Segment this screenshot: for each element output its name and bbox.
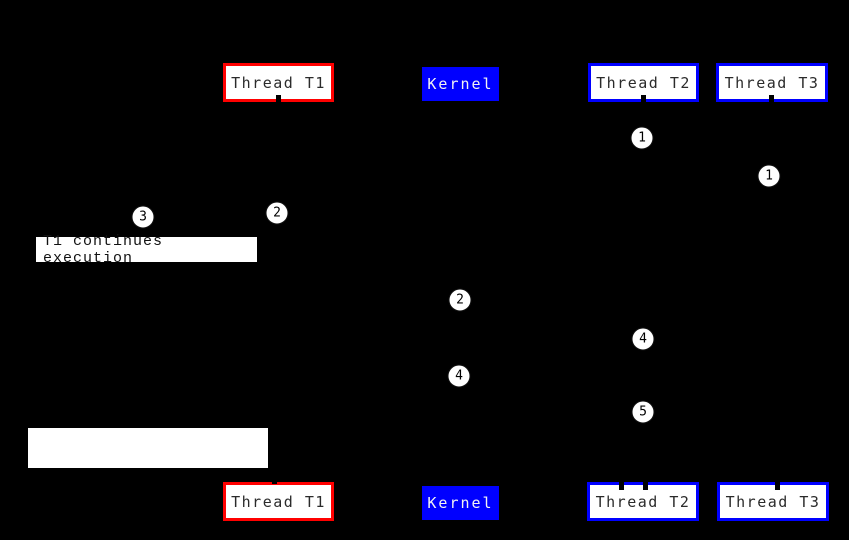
- thread-t1-label: Thread T1: [231, 492, 326, 511]
- note-t1-continues: T1 continues execution: [36, 233, 257, 267]
- thread-t2-label: Thread T2: [595, 492, 691, 511]
- step-number: 3: [139, 209, 147, 225]
- lifeline-notch-icon: [641, 95, 646, 103]
- thread-t3-box-bottom: Thread T3: [717, 482, 829, 521]
- step-marker-4-t2: 4: [631, 327, 655, 351]
- step-marker-1-t2: 1: [630, 126, 654, 150]
- step-marker-2-t1: 2: [265, 201, 289, 225]
- step-marker-5-t2: 5: [631, 400, 655, 424]
- step-number: 1: [765, 168, 773, 184]
- step-marker-4-kernel: 4: [447, 364, 471, 388]
- lifeline-notch-icon: [619, 482, 624, 490]
- kernel-box-bottom: Kernel: [422, 486, 499, 520]
- thread-t3-label: Thread T3: [725, 492, 821, 511]
- arrowhead-icon: [286, 469, 298, 478]
- step-marker-1-t3: 1: [757, 164, 781, 188]
- step-marker-2-kernel: 2: [448, 288, 472, 312]
- kernel-label: Kernel: [427, 494, 494, 512]
- lifeline-notch-icon: [272, 476, 277, 484]
- step-number: 4: [455, 368, 463, 384]
- kernel-box-top: Kernel: [422, 67, 499, 101]
- step-number: 2: [273, 205, 281, 221]
- lifeline-notch-icon: [276, 95, 281, 103]
- kernel-label: Kernel: [427, 75, 494, 93]
- thread-t2-label: Thread T2: [596, 73, 691, 92]
- thread-t3-label: Thread T3: [724, 73, 820, 92]
- lifeline-notch-icon: [775, 482, 780, 490]
- thread-t1-box-bottom: Thread T1: [223, 482, 334, 521]
- step-marker-3-t1: 3: [131, 205, 155, 229]
- step-number: 4: [639, 331, 647, 347]
- note-text: T1 continues execution: [43, 232, 164, 267]
- step-number: 2: [456, 292, 464, 308]
- thread-t1-label: Thread T1: [231, 73, 326, 92]
- step-number: 5: [639, 404, 647, 420]
- lifeline-notch-icon: [643, 482, 648, 490]
- blank-label-box: [28, 428, 268, 468]
- step-number: 1: [638, 130, 646, 146]
- lifeline-notch-icon: [769, 95, 774, 103]
